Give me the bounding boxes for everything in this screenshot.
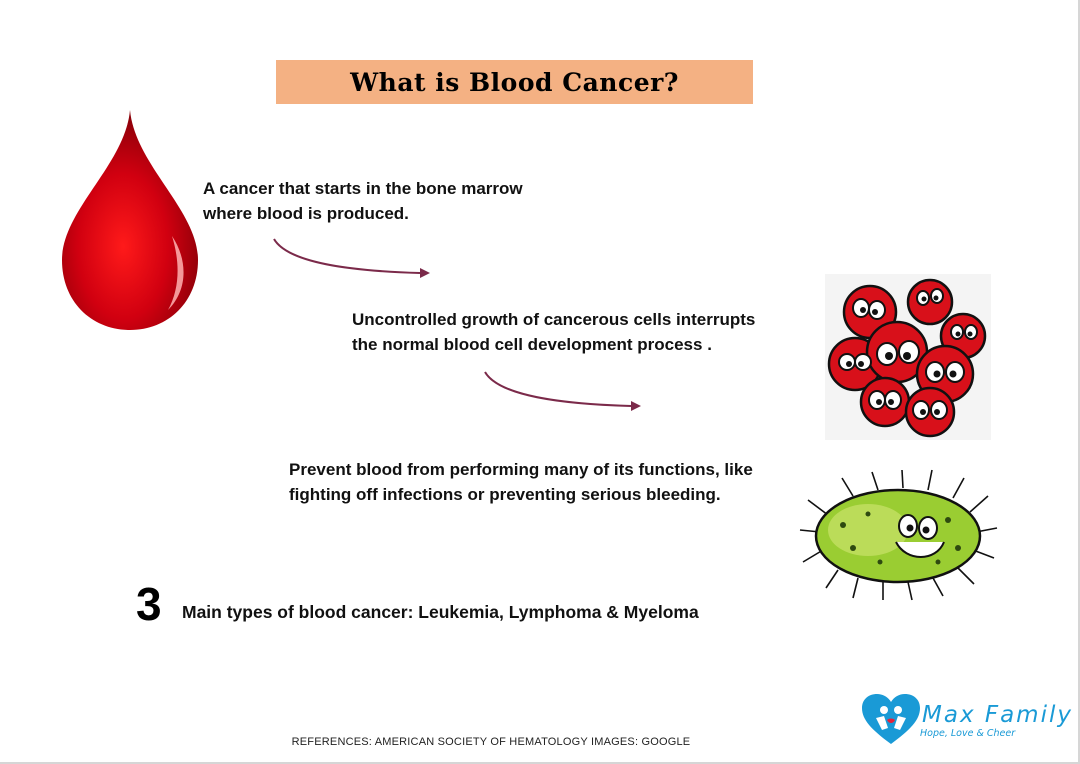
title-banner: What is Blood Cancer?	[276, 60, 753, 104]
types-text: Main types of blood cancer: Leukemia, Ly…	[182, 602, 699, 622]
logo-name: Max Family	[922, 702, 1073, 728]
page-title: What is Blood Cancer?	[350, 67, 679, 97]
point-3-line-2: fighting off infections or preventing se…	[289, 485, 721, 504]
point-1-line-1: A cancer that starts in the bone marrow	[203, 179, 523, 198]
point-3-text: Prevent blood from performing many of it…	[289, 457, 753, 507]
germ-icon	[799, 469, 998, 601]
point-2-text: Uncontrolled growth of cancerous cells i…	[352, 307, 755, 357]
references: REFERENCES: AMERICAN SOCIETY OF HEMATOLO…	[291, 736, 691, 748]
logo-tagline: Hope, Love & Cheer	[920, 728, 1016, 739]
types-count: 3	[136, 578, 162, 630]
arrow-2	[484, 371, 641, 411]
blood-drop-icon	[62, 110, 198, 330]
red-cells-icon	[825, 274, 991, 440]
point-1-line-2: where blood is produced.	[203, 204, 409, 223]
point-2-line-2: the normal blood cell development proces…	[352, 335, 712, 354]
point-2-line-1: Uncontrolled growth of cancerous cells i…	[352, 310, 756, 329]
arrow-1	[273, 238, 430, 278]
heart-logo-icon	[862, 694, 920, 744]
point-1-text: A cancer that starts in the bone marrow …	[203, 176, 523, 226]
point-3-line-1: Prevent blood from performing many of it…	[289, 460, 753, 479]
